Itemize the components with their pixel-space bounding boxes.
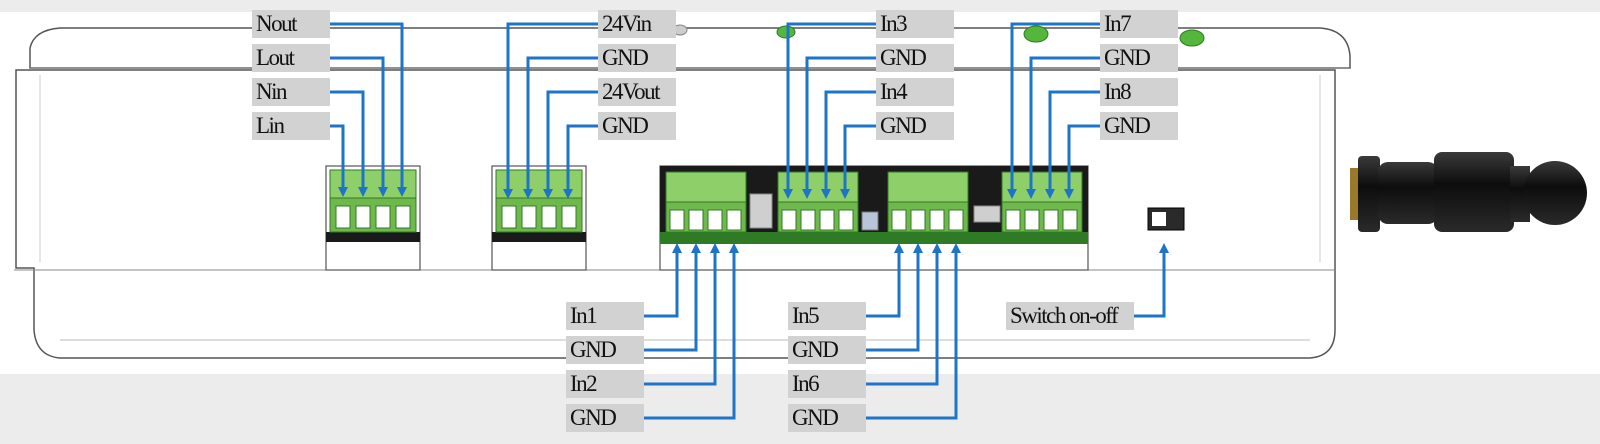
pin-label-in8: In8 — [1100, 78, 1178, 106]
pin-label-gnd: GND — [1100, 112, 1178, 140]
leader-line — [1045, 90, 1100, 199]
leader-line — [644, 243, 720, 386]
pin-label-gnd: GND — [788, 404, 866, 432]
pin-label-gnd: GND — [598, 112, 676, 140]
leader-line — [783, 22, 876, 199]
pin-label-in1: In1 — [566, 302, 644, 330]
leader-line — [866, 243, 923, 352]
leader-line — [644, 243, 739, 420]
leader-line — [821, 90, 876, 199]
pin-label-24vout: 24Vout — [598, 78, 676, 106]
pin-label-in6: In6 — [788, 370, 866, 398]
leader-line-switch — [1134, 243, 1169, 318]
terminal-block-in5-6 — [887, 171, 969, 233]
pin-label-lout: Lout — [252, 44, 330, 72]
pin-label-in5: In5 — [788, 302, 866, 330]
leader-line — [1064, 124, 1100, 199]
pin-label-24vin: 24Vin — [598, 10, 676, 38]
leader-line — [523, 56, 598, 199]
leader-line — [1007, 22, 1100, 199]
pin-label-gnd: GND — [876, 44, 954, 72]
pin-label-in3: In3 — [876, 10, 954, 38]
switch-label: Switch on-off — [1006, 302, 1134, 330]
pin-label-lin: Lin — [252, 112, 330, 140]
power-switch-icon — [1147, 207, 1185, 231]
leader-line — [310, 56, 388, 197]
pin-label-gnd: GND — [788, 336, 866, 364]
pin-label-nout: Nout — [252, 10, 330, 38]
terminal-block-dc — [495, 169, 583, 233]
component-relay — [749, 193, 773, 229]
pin-label-in4: In4 — [876, 78, 954, 106]
pin-label-nin: Nin — [252, 78, 330, 106]
pin-label-in2: In2 — [566, 370, 644, 398]
pin-label-gnd: GND — [566, 404, 644, 432]
leader-line — [802, 56, 876, 199]
leader-line — [644, 243, 701, 352]
leader-line — [310, 22, 407, 197]
leader-line — [866, 243, 942, 386]
pin-label-gnd: GND — [1100, 44, 1178, 72]
pin-label-in7: In7 — [1100, 10, 1178, 38]
leader-line — [563, 124, 598, 199]
pin-label-gnd: GND — [566, 336, 644, 364]
leader-line — [866, 243, 961, 420]
leader-line — [503, 22, 598, 199]
leader-line — [543, 90, 598, 199]
leader-line — [866, 243, 904, 318]
led-indicator-icon — [672, 24, 1205, 47]
pin-label-gnd: GND — [598, 44, 676, 72]
terminal-block-in1-2 — [665, 171, 747, 233]
leader-line — [840, 124, 876, 199]
pin-label-gnd: GND — [876, 112, 954, 140]
leader-line — [644, 243, 682, 318]
antenna-icon — [1350, 152, 1587, 232]
leader-line — [1026, 56, 1100, 199]
